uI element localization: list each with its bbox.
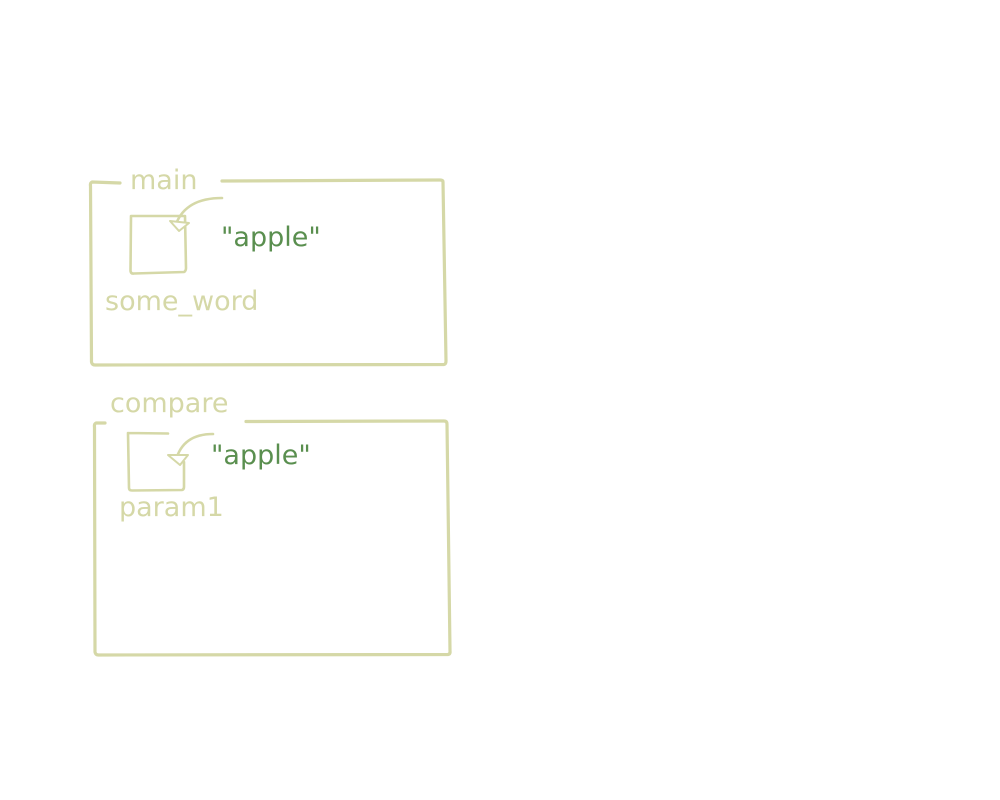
- variable-name-param1: param1: [119, 492, 224, 523]
- frame-compare-border: [92, 419, 452, 657]
- arrow-head-param1: [167, 454, 189, 466]
- arrow-head-some-word: [169, 220, 190, 232]
- frame-main: [88, 178, 448, 367]
- frame-title-compare: compare: [104, 390, 235, 417]
- frame-title-main: main: [124, 167, 204, 194]
- reference-arrow-some-word: [174, 196, 224, 226]
- string-value-apple-main: "apple": [221, 222, 321, 253]
- string-value-apple-compare: "apple": [211, 440, 311, 471]
- frame-main-border: [88, 178, 448, 367]
- variable-box-some-word: [129, 214, 188, 275]
- variable-box-param1: [126, 431, 186, 492]
- frame-compare: [92, 419, 452, 657]
- variable-name-some-word: some_word: [105, 286, 259, 317]
